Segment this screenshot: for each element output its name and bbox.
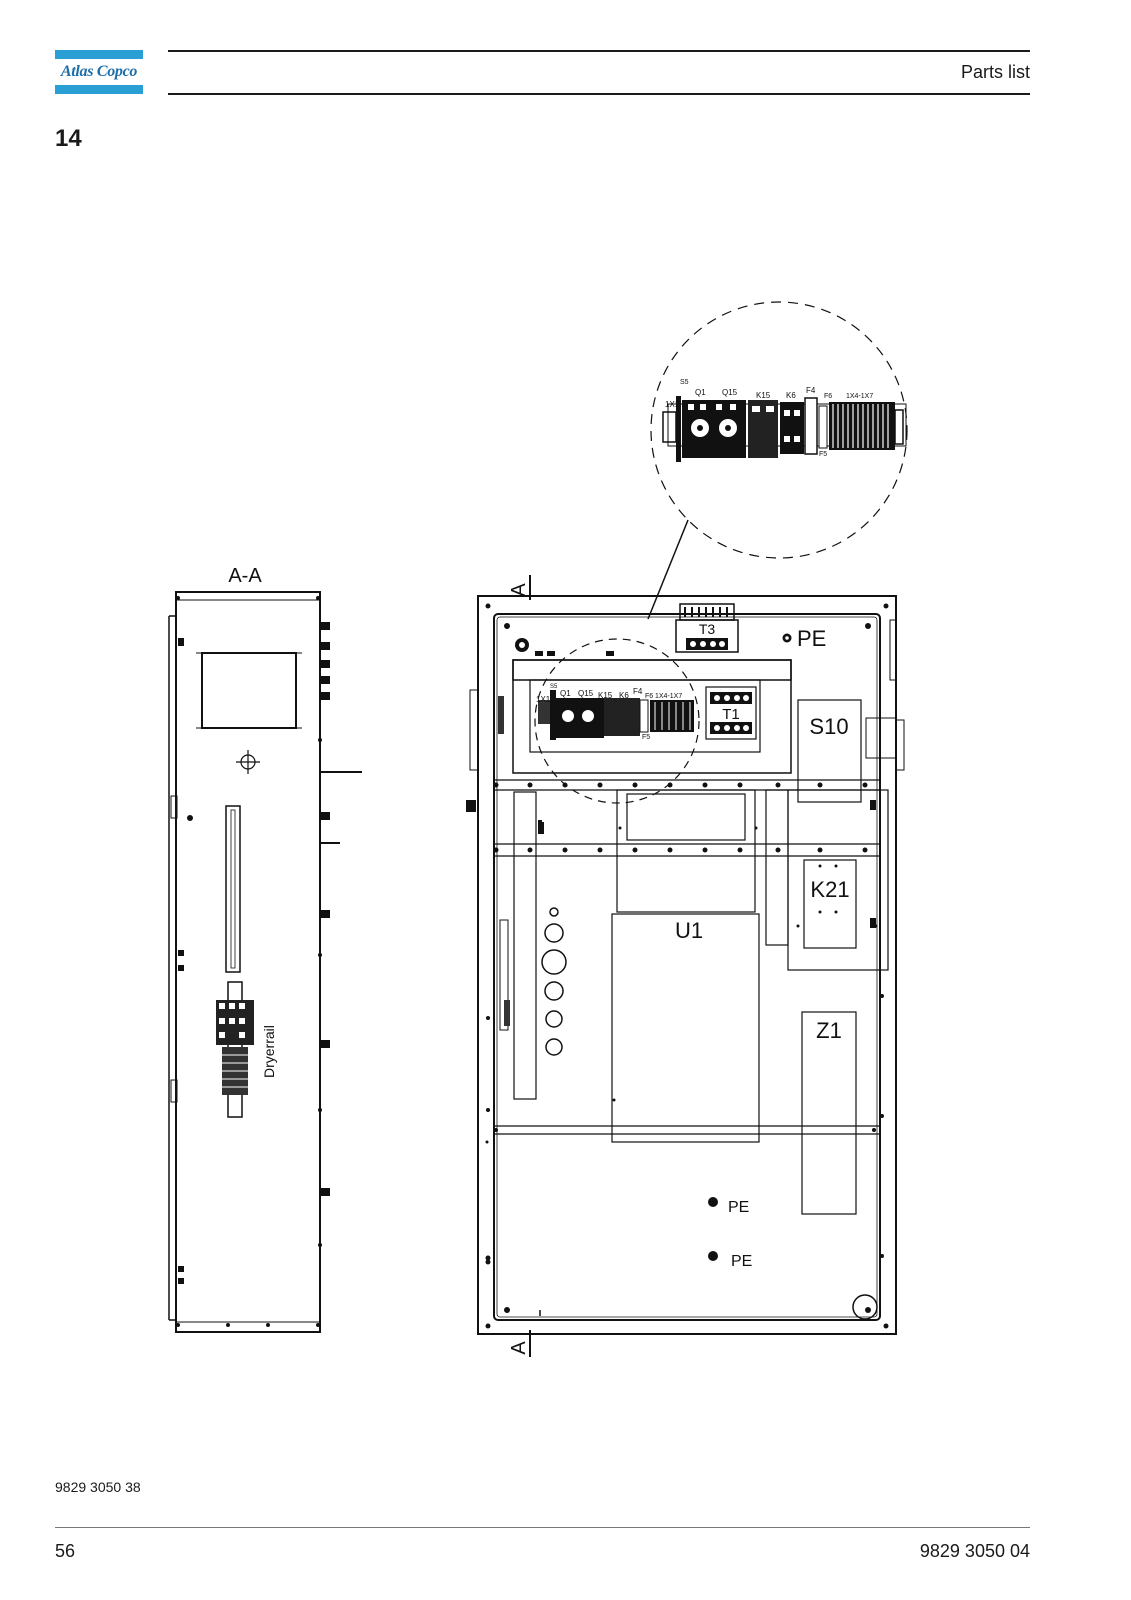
logo-wordmark: Atlas Copco (60, 63, 138, 80)
detail-label-1x1: 1X1 (665, 400, 680, 409)
pe-top-label: PE (797, 626, 826, 651)
detail-label-f4: F4 (806, 386, 816, 395)
mounting-plate (493, 613, 881, 1321)
pe-terminal-1 (708, 1197, 718, 1207)
t1-label: T1 (722, 706, 740, 723)
cable-duct-left (513, 791, 537, 1100)
svg-text:F6: F6 (645, 693, 653, 700)
svg-text:F4: F4 (633, 687, 643, 696)
t1-transformer (705, 686, 757, 740)
logo-bar-top (55, 50, 143, 59)
logo-bar-bottom (55, 85, 143, 94)
din-rail-panel (529, 679, 761, 753)
section-view-outline (175, 591, 321, 1333)
u1-drive (611, 913, 760, 1143)
detail-leader-line (647, 519, 689, 620)
detail-label-q15: Q15 (722, 388, 738, 397)
cabinet-outer-frame (477, 595, 897, 1335)
z1-label: Z1 (816, 1018, 842, 1043)
section-title: Parts list (960, 62, 1030, 82)
t3-label: T3 (699, 621, 716, 637)
k21-enclosure (787, 789, 889, 971)
s10-component (797, 699, 862, 803)
atlas-copco-logo: Atlas Copco (55, 50, 143, 94)
svg-text:Q1: Q1 (560, 689, 571, 698)
detail-label-k15: K15 (756, 391, 771, 400)
detail-label-f5: F5 (819, 451, 827, 458)
k21-relay (803, 859, 857, 949)
page-number: 56 (55, 1541, 76, 1561)
k21-label: K21 (810, 877, 849, 902)
svg-text:1X1: 1X1 (536, 695, 551, 704)
section-view-title: A-A (228, 565, 262, 587)
svg-text:Q15: Q15 (578, 689, 594, 698)
svg-text:S5: S5 (550, 684, 558, 690)
pe-terminal-2-label: PE (731, 1253, 752, 1270)
section-view-a-a: A-A (168, 565, 362, 1333)
footer-document-number: 9829 3050 04 (919, 1541, 1030, 1561)
u1-display-panel (626, 793, 746, 841)
detail-label-1x4-1x7: 1X4-1X7 (846, 393, 873, 400)
svg-text:K6: K6 (619, 691, 629, 700)
pe-terminal-2 (708, 1251, 718, 1261)
upper-component-plate (512, 659, 792, 681)
knockout-holes (541, 907, 567, 1056)
t3-transformer (675, 619, 739, 653)
header-rule-bottom (168, 93, 1030, 95)
bottom-gland (852, 1294, 878, 1320)
detail-circle (650, 301, 908, 559)
document-reference: 9829 3050 38 (55, 1479, 141, 1495)
svg-text:A: A (508, 1341, 530, 1355)
detail-label-q1: Q1 (695, 388, 706, 397)
s10-label: S10 (809, 714, 848, 739)
svg-text:K15: K15 (598, 691, 613, 700)
svg-text:1X4-1X7: 1X4-1X7 (655, 693, 682, 700)
footer-rule (55, 1527, 1030, 1528)
cabinet-front-view: T3 PE S5 1X1 Q1 Q15 K15 K6 F4 F6 1X4-1X7… (466, 519, 905, 1335)
dryer-rail-label: Dryerrail (261, 1025, 277, 1078)
svg-text:A: A (508, 583, 530, 597)
detail-view-enlarged: S5 1X1 Q1 Q15 K15 K6 F4 F6 1X4-1X7 F5 (650, 301, 908, 559)
header-rule-top (168, 50, 1030, 52)
din-rail (225, 805, 241, 973)
detail-label-s5: S5 (680, 379, 689, 386)
display-window (201, 652, 297, 729)
detail-label-k6: K6 (786, 391, 796, 400)
svg-text:F5: F5 (642, 734, 650, 741)
figure-number: 14 (55, 125, 82, 152)
pe-terminal-1-label: PE (728, 1199, 749, 1216)
z1-filter (801, 1011, 857, 1215)
dryer-rail-components (216, 981, 254, 1118)
u1-label: U1 (675, 918, 703, 943)
detail-label-f6: F6 (824, 393, 832, 400)
